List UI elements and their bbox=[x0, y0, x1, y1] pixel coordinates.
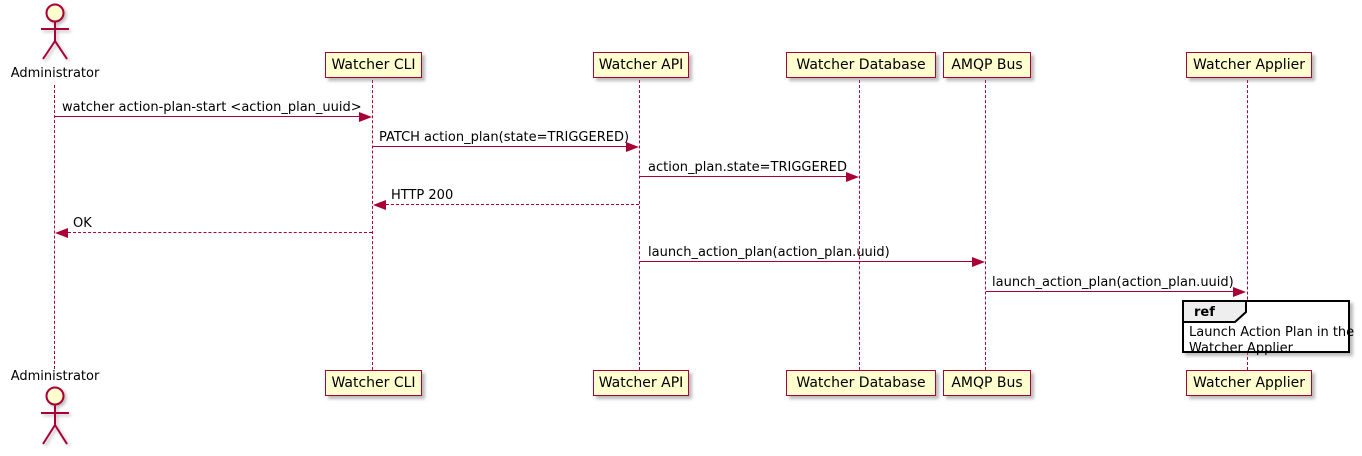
message-label: PATCH action_plan(state=TRIGGERED) bbox=[379, 130, 630, 145]
message-line bbox=[373, 146, 627, 147]
actor-administrator-label-top: Administrator bbox=[10, 66, 100, 81]
message-line bbox=[986, 291, 1234, 292]
message-line bbox=[55, 116, 360, 117]
arrowhead-icon bbox=[626, 142, 639, 152]
ref-text-line-1: Launch Action Plan in the bbox=[1189, 325, 1355, 340]
lifeline-watcher-database bbox=[859, 80, 860, 370]
message-label: action_plan.state=TRIGGERED bbox=[648, 160, 847, 175]
participant-watcher-cli-bottom: Watcher CLI bbox=[325, 370, 422, 396]
message-label: OK bbox=[73, 216, 92, 231]
participant-amqp-bus-top: AMQP Bus bbox=[943, 52, 1031, 78]
arrowhead-icon bbox=[373, 200, 386, 210]
lifeline-watcher-api bbox=[639, 80, 640, 370]
arrowhead-icon bbox=[55, 228, 68, 238]
arrowhead-icon bbox=[972, 257, 985, 267]
lifeline-watcher-applier bbox=[1247, 80, 1248, 370]
arrowhead-icon bbox=[1233, 287, 1246, 297]
actor-administrator-icon bbox=[41, 386, 69, 445]
ref-tag-label: ref bbox=[1194, 305, 1215, 320]
participant-watcher-cli-top: Watcher CLI bbox=[325, 52, 422, 78]
actor-administrator-label-bottom: Administrator bbox=[10, 369, 100, 384]
lifeline-administrator bbox=[54, 85, 55, 369]
lifeline-amqp-bus bbox=[985, 80, 986, 370]
ref-fragment: ref Launch Action Plan in the Watcher Ap… bbox=[1182, 300, 1355, 356]
participant-watcher-database-bottom: Watcher Database bbox=[786, 370, 936, 396]
message-label: launch_action_plan(action_plan.uuid) bbox=[648, 245, 890, 260]
participant-amqp-bus-bottom: AMQP Bus bbox=[943, 370, 1031, 396]
participant-watcher-database-top: Watcher Database bbox=[786, 52, 936, 78]
ref-tag-shape bbox=[1182, 300, 1247, 323]
message-line bbox=[640, 261, 973, 262]
participant-watcher-api-top: Watcher API bbox=[593, 52, 689, 78]
participant-watcher-applier-top: Watcher Applier bbox=[1186, 52, 1312, 78]
message-label: launch_action_plan(action_plan.uuid) bbox=[992, 275, 1234, 290]
message-line bbox=[640, 176, 847, 177]
lifeline-watcher-cli bbox=[372, 80, 373, 370]
actor-administrator-icon bbox=[41, 3, 69, 60]
arrowhead-icon bbox=[846, 172, 859, 182]
ref-text-line-2: Watcher Applier bbox=[1189, 341, 1293, 356]
participant-watcher-api-bottom: Watcher API bbox=[593, 370, 689, 396]
message-line bbox=[386, 204, 639, 205]
arrowhead-icon bbox=[359, 112, 372, 122]
message-label: HTTP 200 bbox=[391, 188, 454, 203]
participant-watcher-applier-bottom: Watcher Applier bbox=[1186, 370, 1312, 396]
message-label: watcher action-plan-start <action_plan_u… bbox=[62, 100, 362, 115]
message-line bbox=[68, 232, 372, 233]
